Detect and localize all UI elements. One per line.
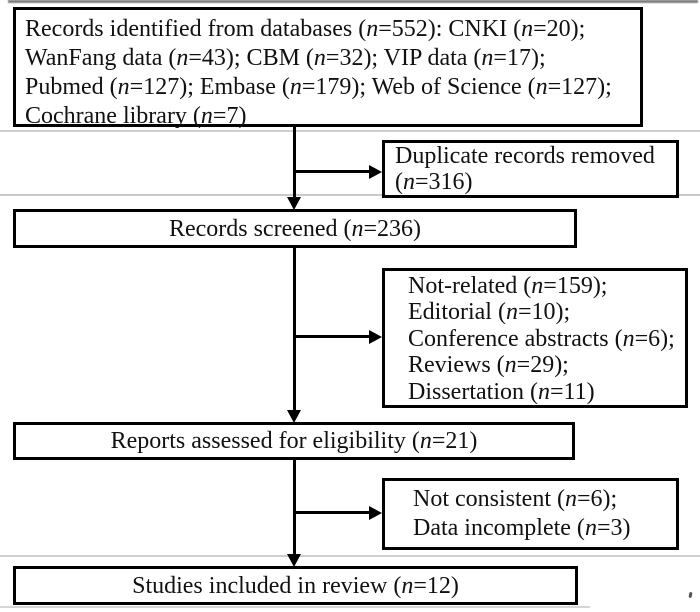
arrowhead-into-included [287,554,301,567]
connector-branch-to-screening-exclusions [295,335,369,338]
arrowhead-into-screened [287,197,301,210]
arrowhead-into-eligibility [287,410,301,423]
box-included-in-review: Studies included in review (n=12) [13,566,578,605]
scan-smudge-bottom [0,606,590,608]
connector-identification-to-screened [293,127,296,199]
box-assessed-for-eligibility: Reports assessed for eligibility (n=21) [13,422,575,460]
scan-smudge-above-included [0,555,700,557]
connector-eligibility-to-included [293,459,296,555]
box-records-screened: Records screened (n=236) [13,209,577,248]
box-excluded-after-screening: Not-related (n=159);Editorial (n=10);Con… [382,268,688,408]
box-duplicates-removed: Duplicate records removed(n=316) [382,140,679,198]
scan-artifact-dot [688,591,693,599]
arrowhead-into-duplicates [369,165,382,179]
scan-smudge-top [8,0,698,3]
arrowhead-into-screening-exclusions [369,330,382,344]
arrowhead-into-eligibility-exclusions [369,506,382,520]
connector-branch-to-duplicates [295,170,369,173]
connector-branch-to-eligibility-exclusions [295,511,369,514]
connector-screened-to-eligibility [293,247,296,411]
box-excluded-after-eligibility: Not consistent (n=6);Data incomplete (n=… [382,478,679,550]
box-records-identified: Records identified from databases (n=552… [13,7,643,129]
